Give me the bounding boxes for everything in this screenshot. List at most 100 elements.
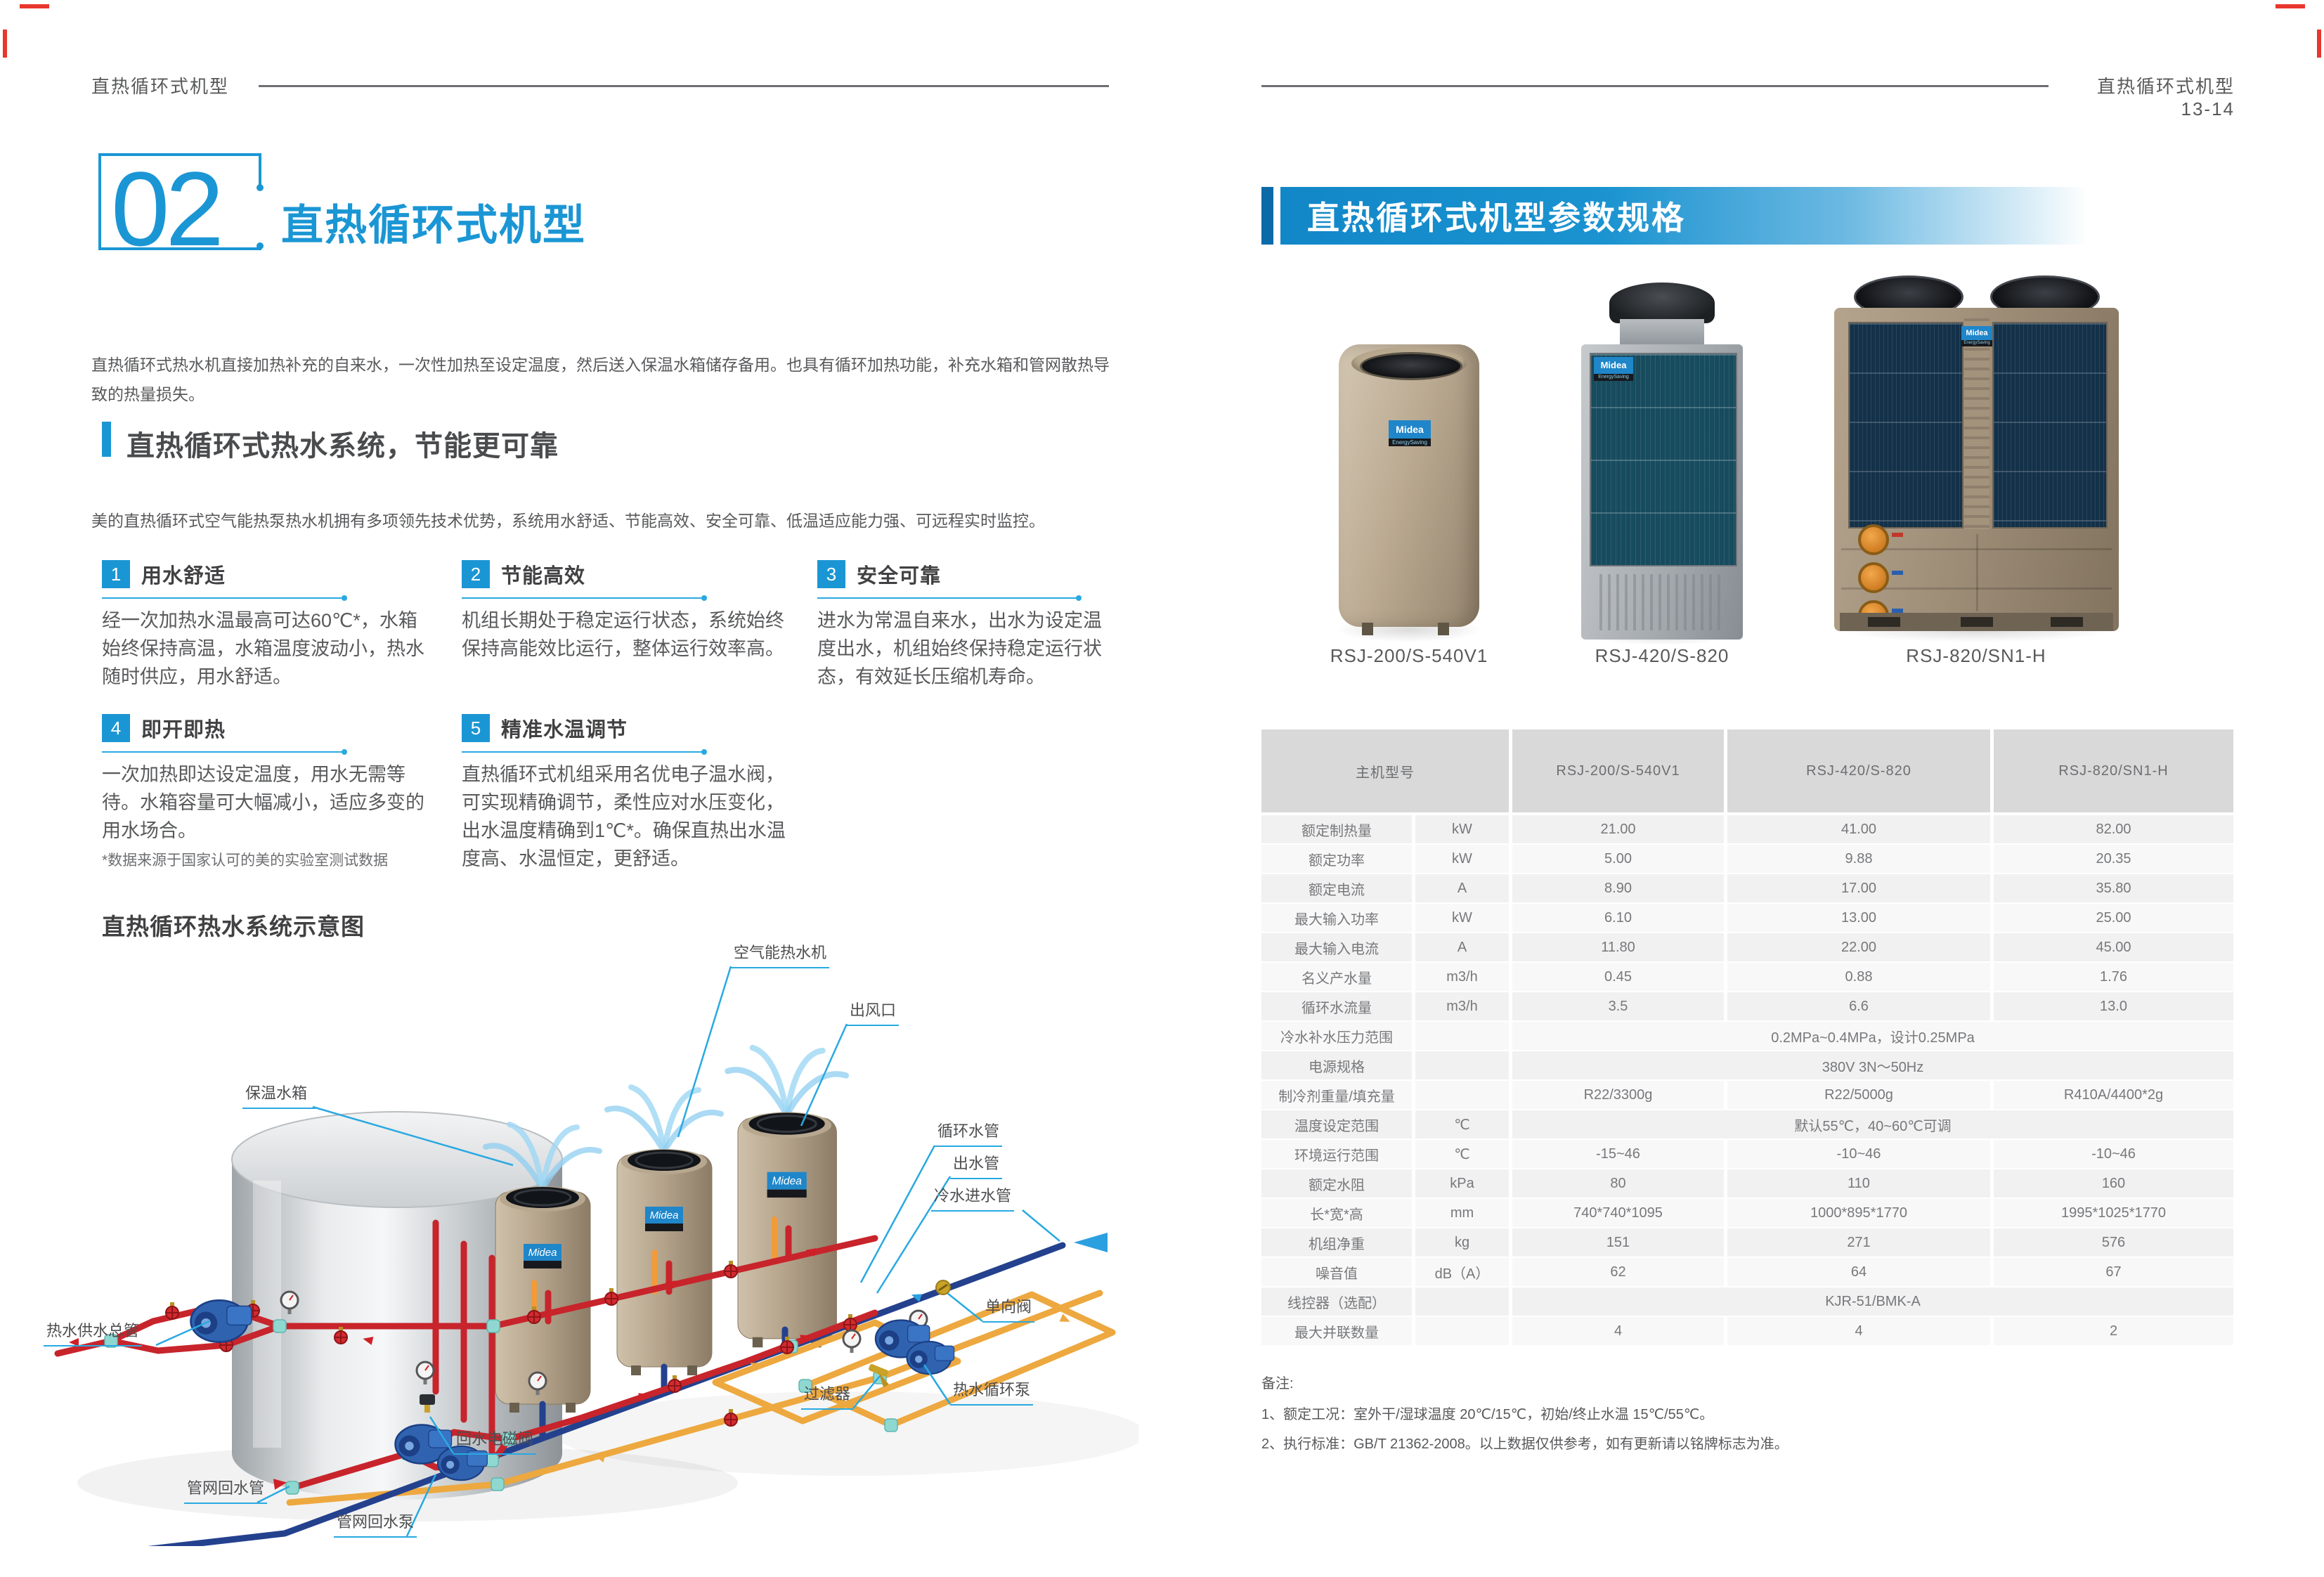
chapter-number: 02 — [111, 150, 224, 268]
chapter-title: 直热循环式机型 — [281, 202, 586, 249]
flow-arrows — [69, 1233, 1108, 1490]
right-header-rule — [1261, 85, 2049, 87]
diagram-label-check-valve: 单向阀 — [982, 1294, 1035, 1323]
feature-1-rule — [102, 595, 347, 601]
section-accent-bar — [102, 422, 111, 457]
feature-4: 4 即开即热 一次加热即达设定温度，用水无需等待。水箱容量可大幅减小，适应多变的… — [102, 714, 436, 841]
spec-table-header: 主机型号 RSJ-200/S-540V1 RSJ-420/S-820 RSJ-8… — [1261, 729, 2233, 812]
table-row: 电源规格 380V 3N～50Hz — [1261, 1051, 2233, 1079]
check-valve-glyph — [935, 1280, 951, 1295]
spec-header-model-2: RSJ-420/S-820 — [1727, 729, 1990, 812]
feature-1-header: 1 用水舒适 — [102, 560, 436, 588]
table-row: 线控器（选配） KJR-51/BMK-A — [1261, 1287, 2233, 1316]
feature-2-rule — [462, 595, 707, 601]
feature-5-rule — [462, 749, 707, 755]
diagram-label-filter: 过滤器 — [801, 1382, 854, 1410]
product-3-coil-right — [1992, 322, 2108, 528]
midea-logo: Midea EnergySaving — [1389, 420, 1431, 446]
crop-mark — [2317, 30, 2321, 58]
midea-logo-sub: EnergySaving — [1961, 340, 1992, 346]
feature-5: 5 精准水温调节 直热循环式机组采用名优电子温水阀，可实现精确调节，柔性应对水压… — [462, 714, 796, 869]
chapter-outline-box — [98, 153, 261, 250]
table-row: 冷水补水压力范围 0.2MPa~0.4MPa，设计0.25MPa — [1261, 1022, 2233, 1050]
crop-mark — [3, 30, 7, 58]
feature-5-number: 5 — [462, 714, 490, 742]
midea-logo: Midea EnergySaving — [1961, 326, 1992, 346]
feature-3-header: 3 安全可靠 — [817, 560, 1105, 588]
feature-4-number: 4 — [102, 714, 130, 742]
right-header-title: 直热循环式机型 — [2096, 76, 2235, 97]
diagram-label-network-return-pump: 管网回水泵 — [334, 1510, 417, 1538]
feature-2: 2 节能高效 机组长期处于稳定运行状态，系统始终保持高能效比运行，整体运行效率高… — [462, 560, 796, 659]
feature-2-title: 节能高效 — [501, 565, 586, 588]
left-running-header: 直热循环式机型 — [91, 76, 230, 97]
left-header-rule — [259, 85, 1109, 87]
feature-5-body: 直热循环式机组采用名优电子温水阀，可实现精确调节，柔性应对水压变化，出水温度精确… — [462, 764, 786, 869]
feature-2-header: 2 节能高效 — [462, 560, 796, 588]
feature-4-header: 4 即开即热 — [102, 714, 436, 742]
diagram-label-cold-inlet-pipe: 冷水进水管 — [931, 1183, 1015, 1212]
product-caption-rsj420: RSJ-420/S-820 — [1595, 645, 1729, 666]
feature-3-rule — [817, 595, 1082, 601]
product-caption-rsj820: RSJ-820/SN1-H — [1906, 645, 2046, 666]
spec-banner: 直热循环式机型参数规格 — [1280, 187, 2089, 245]
feature-3: 3 安全可靠 进水为常温自来水，出水为设定温度出水，机组始终保持稳定运行状态，有… — [817, 560, 1105, 687]
product-3-port — [1858, 524, 1889, 555]
notes-title: 备注: — [1261, 1376, 1294, 1391]
product-image-rsj420: Midea EnergySaving — [1581, 283, 1743, 645]
diagram-label-tank: 保温水箱 — [242, 1081, 316, 1109]
diagram-heat-pump-3 — [727, 1048, 845, 1347]
chapter-outline-dot-top — [257, 184, 264, 191]
feature-2-body: 机组长期处于稳定运行状态，系统始终保持高能效比运行，整体运行效率高。 — [462, 610, 784, 659]
product-2-coil — [1590, 353, 1737, 566]
product-3-port — [1858, 562, 1889, 593]
diagram-label-hot-supply-main: 热水供水总管 — [44, 1318, 143, 1346]
feature-2-number: 2 — [462, 560, 490, 588]
feature-3-title: 安全可靠 — [857, 565, 942, 588]
product-3-base — [1840, 613, 2113, 631]
filter-glyph — [869, 1364, 889, 1387]
feature-4-body: 一次加热即达设定温度，用水无需等待。水箱容量可大幅减小，适应多变的用水场合。 — [102, 764, 424, 841]
note-1: 1、额定工况：室外干/湿球温度 20℃/15℃，初始/终止水温 15℃/55℃。 — [1261, 1407, 1714, 1422]
page-number: 13-14 — [2181, 98, 2235, 119]
midea-logo-sub: EnergySaving — [1594, 374, 1633, 381]
product-image-rsj820: Midea EnergySaving — [1834, 273, 2119, 642]
chapter-outline-dot-bottom — [257, 242, 264, 249]
crop-mark — [2276, 4, 2305, 8]
system-diagram: Midea — [54, 966, 1138, 1546]
feature-1-title: 用水舒适 — [141, 565, 226, 588]
diagram-label-air-outlet: 出风口 — [847, 998, 900, 1026]
product-3-coil-left — [1848, 322, 1963, 528]
feature-3-number: 3 — [817, 560, 845, 588]
spec-table: 主机型号 RSJ-200/S-540V1 RSJ-420/S-820 RSJ-8… — [1261, 729, 2233, 1345]
diagram-label-outlet-pipe: 出水管 — [950, 1151, 1003, 1179]
product-1-body — [1339, 344, 1479, 627]
data-source-footnote: *数据来源于国家认可的美的实验室测试数据 — [102, 852, 389, 869]
diagram-label-return-solenoid: 回水电磁阀 — [453, 1427, 537, 1455]
solenoid-valve-glyph — [420, 1394, 435, 1413]
feature-4-rule — [102, 749, 347, 755]
product-1-fan — [1360, 352, 1462, 380]
feature-4-title: 即开即热 — [141, 719, 226, 741]
right-running-header: 直热循环式机型 13-14 — [2059, 72, 2235, 120]
feature-1: 1 用水舒适 经一次加热水温最高可达60℃*，水箱始终保持高温，水箱温度波动小，… — [102, 560, 436, 687]
diagram-heat-pump-2 — [607, 1087, 721, 1375]
spec-header-model-3: RSJ-820/SN1-H — [1994, 729, 2233, 812]
crop-mark — [20, 4, 49, 8]
feature-5-title: 精准水温调节 — [501, 719, 628, 741]
product-3-center-column — [1964, 318, 1989, 529]
table-row: 环境运行范围℃ -15~46-10~46-10~46 — [1261, 1140, 2233, 1168]
diagram-label-network-return-pipe: 管网回水管 — [184, 1476, 268, 1504]
feature-3-body: 进水为常温自来水，出水为设定温度出水，机组始终保持稳定运行状态，有效延长压缩机寿… — [817, 610, 1102, 687]
